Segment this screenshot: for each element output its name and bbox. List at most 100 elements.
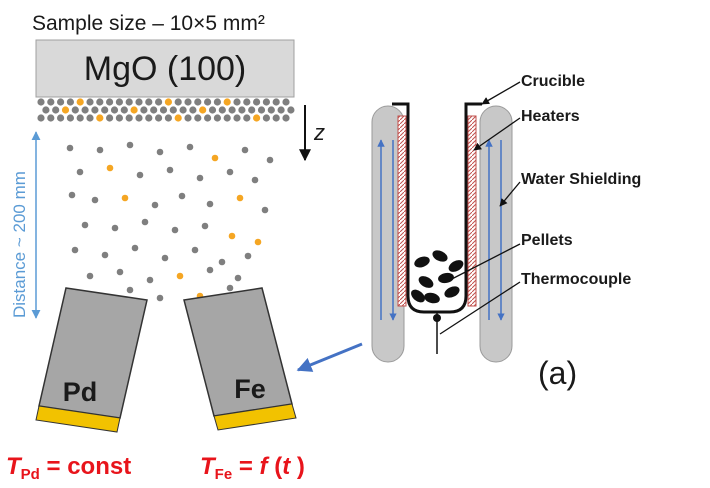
evaporated-atom <box>126 286 134 294</box>
deposited-atom <box>243 114 251 122</box>
deposited-atom <box>208 106 217 114</box>
t-fe-function: f <box>260 453 270 480</box>
evaporated-atom <box>126 141 134 149</box>
evaporated-atom <box>176 272 184 280</box>
thermocouple-tip <box>433 314 441 322</box>
evaporated-atom <box>201 222 209 230</box>
water-shielding-label: Water Shielding <box>521 171 641 188</box>
deposited-atom <box>57 98 65 106</box>
evaporated-atom <box>191 246 199 254</box>
evaporated-atom <box>206 266 214 274</box>
deposited-atom <box>174 98 182 106</box>
deposited-atom <box>282 114 290 122</box>
evaporated-atom <box>218 258 226 266</box>
thermocouple-callout <box>439 281 521 335</box>
deposited-atom <box>115 98 123 106</box>
deposited-atom <box>135 114 143 122</box>
evaporated-atom <box>86 272 94 280</box>
deposited-atom <box>96 114 104 122</box>
deposited-atom <box>223 98 231 106</box>
deposited-atom <box>120 106 128 114</box>
deposited-atom <box>155 98 163 106</box>
thermocouple-label: Thermocouple <box>521 271 631 288</box>
deposited-atom <box>86 114 94 122</box>
evaporated-atom <box>236 194 244 202</box>
evaporated-atom <box>81 221 89 229</box>
evaporated-atom <box>91 196 99 204</box>
t-pd-value: = const <box>40 453 131 480</box>
pd-source: Pd <box>35 287 148 433</box>
deposited-atom <box>194 114 202 122</box>
evaporated-atom <box>228 232 236 240</box>
deposited-atom <box>61 106 70 114</box>
deposited-atom <box>184 98 192 106</box>
z-axis-label: z <box>313 120 325 145</box>
deposited-atom <box>213 114 221 122</box>
deposited-atom <box>96 98 104 106</box>
deposited-atom <box>155 114 163 122</box>
evaporated-atom <box>196 174 204 182</box>
deposited-atom <box>184 114 192 122</box>
deposited-atom <box>253 98 261 106</box>
panel-label: (a) <box>538 355 577 391</box>
evaporated-atom <box>166 166 174 174</box>
evaporated-atom <box>116 268 124 276</box>
deposited-atom <box>213 98 221 106</box>
fe-source-base <box>213 403 297 431</box>
deposited-atom <box>238 106 246 114</box>
t-fe-close-paren: ) <box>290 453 305 480</box>
deposited-atom <box>37 98 45 106</box>
evaporated-atom <box>171 226 179 234</box>
deposited-atom <box>106 98 114 106</box>
pellets-callout <box>445 243 521 283</box>
t-fe-symbol: T <box>200 453 217 480</box>
evaporated-atom <box>234 274 242 282</box>
pellet <box>448 260 464 272</box>
deposited-atom <box>277 106 285 114</box>
deposited-atom <box>243 98 251 106</box>
evaporated-atom <box>226 284 234 292</box>
left-heater <box>397 115 407 307</box>
evaporated-atom <box>206 200 214 208</box>
deposited-atom <box>91 106 99 114</box>
deposited-atom <box>262 114 270 122</box>
deposited-atom <box>37 114 45 122</box>
t-pd-symbol: T <box>6 453 23 480</box>
deposited-atom <box>228 106 236 114</box>
deposited-atom <box>174 114 182 122</box>
deposited-atom <box>135 98 143 106</box>
deposited-atom <box>189 106 197 114</box>
deposited-atom <box>204 98 212 106</box>
evaporated-atom <box>226 168 234 176</box>
t-fe-formula: TFe = f (t ) <box>200 453 305 483</box>
crucible-label: Crucible <box>521 73 585 90</box>
pellet <box>438 272 454 284</box>
evaporated-atom <box>111 224 119 232</box>
deposited-atom <box>81 106 89 114</box>
evaporated-atom <box>66 144 74 152</box>
distance-label: Distance ~ 200 mm <box>10 171 29 318</box>
pellets-label: Pellets <box>521 232 573 249</box>
evaporated-atom <box>254 238 262 246</box>
cell-to-source-arrow <box>296 342 363 372</box>
deposited-atom <box>272 98 280 106</box>
evaporated-atom <box>266 156 274 164</box>
deposited-atom <box>257 106 266 114</box>
deposited-atom <box>106 114 114 122</box>
evaporated-atom <box>96 146 104 154</box>
deposited-atom <box>233 114 241 122</box>
deposited-atom <box>248 106 256 114</box>
deposited-atom <box>179 106 187 114</box>
fe-source-label: Fe <box>234 374 266 404</box>
evaporated-atom <box>106 164 114 172</box>
deposited-atom <box>253 114 261 122</box>
pellet <box>411 289 425 303</box>
substrate-block <box>35 39 295 98</box>
evaporated-atom <box>71 246 79 254</box>
evaporated-atom <box>156 148 164 156</box>
deposited-atom <box>101 106 109 114</box>
evaporated-atom <box>151 201 159 209</box>
deposited-atom <box>47 114 55 122</box>
right-water-shield <box>479 105 513 363</box>
deposited-atom <box>282 98 290 106</box>
